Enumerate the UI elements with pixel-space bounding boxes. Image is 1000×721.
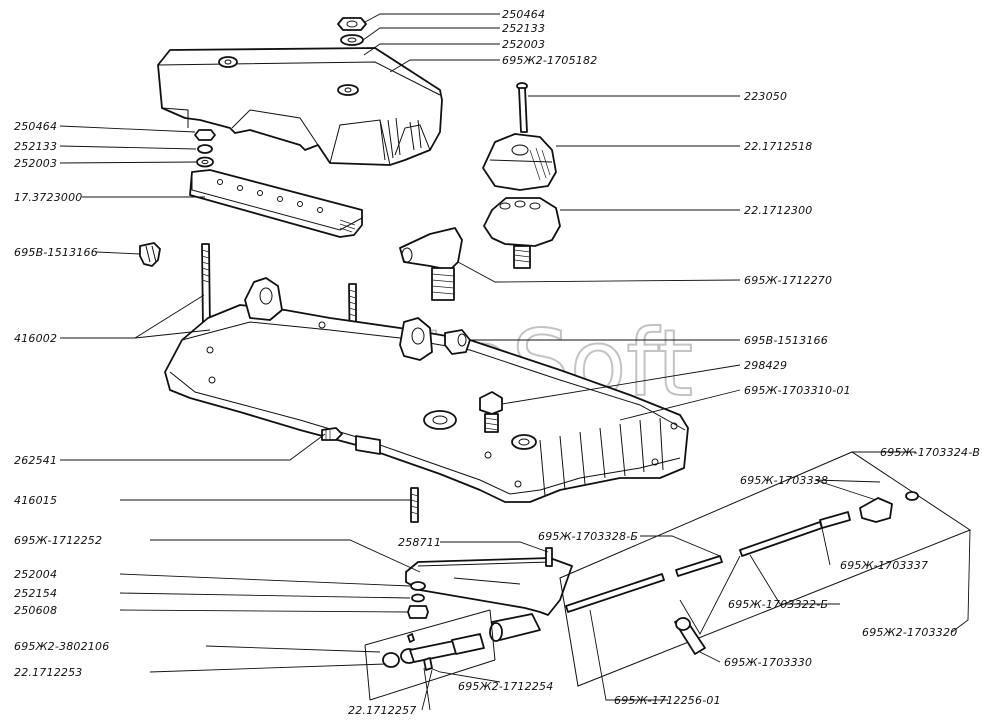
cable-kit bbox=[364, 609, 496, 701]
labels: 250464 252133 252003 695Ж2-1705182 25046… bbox=[14, 8, 980, 717]
label-plate: 17.3723000 bbox=[14, 191, 82, 204]
leader-lines bbox=[59, 13, 971, 711]
bracket bbox=[405, 547, 573, 616]
plug-right bbox=[444, 329, 471, 355]
label-top-seal: 252003 bbox=[502, 38, 545, 51]
valve-body bbox=[483, 197, 561, 269]
label-valve: 22.1712300 bbox=[744, 204, 812, 217]
gasket-plate bbox=[189, 169, 363, 238]
main-housing bbox=[164, 277, 689, 503]
label-stud: 416002 bbox=[14, 332, 57, 345]
label-bracket: 695Ж-1712252 bbox=[14, 534, 102, 547]
filter-cap bbox=[482, 133, 557, 191]
label-nut-c: 250608 bbox=[14, 604, 57, 617]
label-cable-clip: 22.1712257 bbox=[348, 704, 416, 717]
label-nut-b: 252154 bbox=[14, 587, 57, 600]
label-screw-top: 223050 bbox=[744, 90, 787, 103]
label-rod-long: 695Ж-1703328-Б bbox=[538, 530, 638, 543]
label-nut-a: 252004 bbox=[14, 568, 57, 581]
label-link-kit: 695Ж-1703324-В bbox=[880, 446, 980, 459]
label-cable-sleeve: 695Ж2-1712254 bbox=[458, 680, 553, 693]
label-left-nut: 250464 bbox=[14, 120, 57, 133]
label-rod-adjust: 695Ж-1703322-Б bbox=[728, 598, 828, 611]
label-fork: 695Ж-1703338 bbox=[740, 474, 828, 487]
sleeve-tube bbox=[489, 613, 541, 642]
label-top-washer: 252133 bbox=[502, 22, 545, 35]
label-filter-cap: 22.1712518 bbox=[744, 140, 812, 153]
rods bbox=[565, 491, 919, 655]
label-cover: 695Ж2-1705182 bbox=[502, 54, 597, 67]
label-pin: 258711 bbox=[398, 536, 441, 549]
label-left-seal: 252003 bbox=[14, 157, 57, 170]
label-housing: 695Ж-1703310-01 bbox=[744, 384, 851, 397]
label-stud-lower: 416015 bbox=[14, 494, 57, 507]
label-top-nut: 250464 bbox=[502, 8, 545, 21]
label-rod-assembly: 695Ж2-1703320 bbox=[862, 626, 957, 639]
label-plug-left: 695В-1513166 bbox=[14, 246, 98, 259]
fitting-298429 bbox=[479, 391, 503, 433]
label-left-washer: 252133 bbox=[14, 140, 57, 153]
left-nut-stack bbox=[194, 129, 216, 168]
label-clip-pin: 695Ж-1703330 bbox=[724, 656, 812, 669]
label-plug-right: 695В-1513166 bbox=[744, 334, 828, 347]
label-rod-main: 695Ж-1712256-01 bbox=[614, 694, 721, 707]
plug-left bbox=[139, 242, 161, 267]
label-bolt-side: 262541 bbox=[14, 454, 57, 467]
bracket-nuts bbox=[407, 581, 429, 619]
screw-223050 bbox=[516, 82, 528, 133]
label-elbow: 695Ж-1712270 bbox=[744, 274, 832, 287]
valve-cover bbox=[157, 47, 443, 166]
label-cable-kit: 695Ж2-3802106 bbox=[14, 640, 109, 653]
label-fitting: 298429 bbox=[744, 359, 787, 372]
label-spring-rod: 695Ж-1703337 bbox=[840, 559, 928, 572]
side-bolt bbox=[321, 427, 343, 441]
label-cable-end: 22.1712253 bbox=[14, 666, 82, 679]
elbow-fitting bbox=[399, 227, 463, 301]
